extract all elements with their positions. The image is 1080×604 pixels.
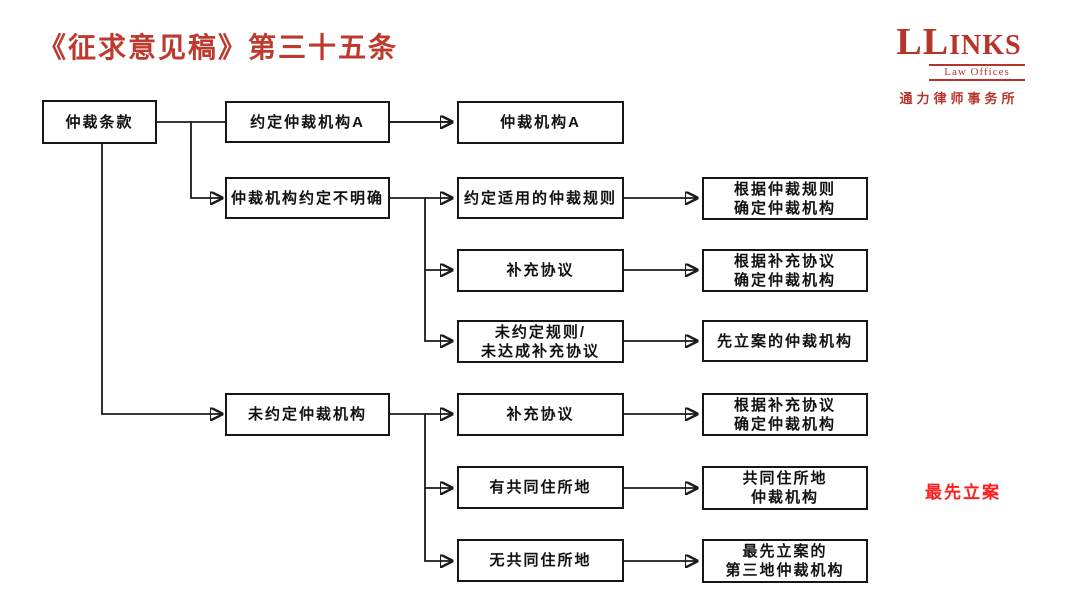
node-institution-by-supp-1: 根据补充协议确定仲裁机构 — [702, 249, 868, 292]
node-label: 根据补充协议 — [733, 252, 836, 270]
node-supplementary-agreement-2: 补充协议 — [457, 393, 624, 436]
node-label: 最先立案的 — [742, 543, 828, 560]
node-arbitration-clause: 仲裁条款 — [42, 100, 157, 144]
page-title: 《征求意见稿》第三十五条 — [38, 33, 399, 64]
node-label: 未约定规则/ — [494, 323, 587, 341]
node-label: 未达成补充协议 — [480, 342, 600, 360]
node-label: 根据补充协议 — [733, 396, 836, 414]
llinks-logo: LLINKS Law Offices 通力律师事务所 — [893, 22, 1025, 107]
node-agreed-rules: 约定适用的仲裁规则 — [457, 177, 624, 219]
node-label: 仲裁条款 — [65, 113, 134, 131]
node-label: 约定适用的仲裁规则 — [463, 189, 617, 207]
node-label: 确定仲裁机构 — [733, 199, 836, 217]
node-label: 确定仲裁机构 — [733, 271, 836, 289]
node-label: 无共同住所地 — [489, 552, 592, 569]
node-label: 先立案的仲裁机构 — [716, 332, 853, 350]
node-no-agreed-institution: 未约定仲裁机构 — [225, 393, 390, 436]
node-label: 仲裁机构A — [500, 114, 581, 131]
logo-wordmark-inks: INKS — [949, 30, 1022, 61]
node-agreed-institution-a: 约定仲裁机构A — [225, 101, 390, 143]
node-institution-unclear: 仲裁机构约定不明确 — [225, 177, 390, 219]
node-label: 根据仲裁规则 — [733, 180, 836, 198]
node-label: 仲裁机构 — [750, 489, 819, 506]
edge-clause-to-not-agreed — [101, 144, 222, 414]
node-third-place-institution: 最先立案的第三地仲裁机构 — [702, 539, 868, 583]
node-no-common-domicile: 无共同住所地 — [457, 539, 624, 582]
node-label: 共同住所地 — [742, 470, 828, 487]
node-label: 有共同住所地 — [489, 479, 592, 496]
node-label: 仲裁机构约定不明确 — [230, 189, 384, 207]
node-first-filed-institution: 先立案的仲裁机构 — [702, 320, 868, 362]
edge-unclear-to-no-rules — [424, 270, 452, 341]
node-label: 第三地仲裁机构 — [725, 562, 845, 579]
node-label: 确定仲裁机构 — [733, 415, 836, 433]
node-label: 未约定仲裁机构 — [247, 406, 367, 423]
edge-unclear-to-supp-1 — [424, 198, 452, 270]
first-filed-annotation: 最先立案 — [925, 483, 1001, 502]
edge-not-agreed-to-common-domicile — [424, 414, 452, 488]
node-institution-by-supp-2: 根据补充协议确定仲裁机构 — [702, 393, 868, 436]
node-institution-by-rules: 根据仲裁规则确定仲裁机构 — [702, 177, 868, 220]
node-supplementary-agreement-1: 补充协议 — [457, 249, 624, 292]
node-label: 约定仲裁机构A — [250, 113, 365, 131]
node-label: 补充协议 — [506, 262, 575, 279]
node-institution-a: 仲裁机构A — [457, 101, 624, 144]
edge-clause-to-unclear — [190, 122, 222, 198]
logo-subtitle: Law Offices — [929, 64, 1025, 81]
node-label: 补充协议 — [506, 406, 575, 423]
logo-wordmark-ll: LL — [896, 21, 950, 63]
node-common-domicile: 有共同住所地 — [457, 466, 624, 509]
logo-wordmark: LLINKS — [893, 22, 1025, 70]
node-no-rules-no-agreement: 未约定规则/未达成补充协议 — [457, 320, 624, 363]
logo-chinese-name: 通力律师事务所 — [899, 91, 1019, 106]
edge-not-agreed-to-no-common-domicile — [424, 488, 452, 561]
node-common-domicile-institution: 共同住所地仲裁机构 — [702, 466, 868, 510]
